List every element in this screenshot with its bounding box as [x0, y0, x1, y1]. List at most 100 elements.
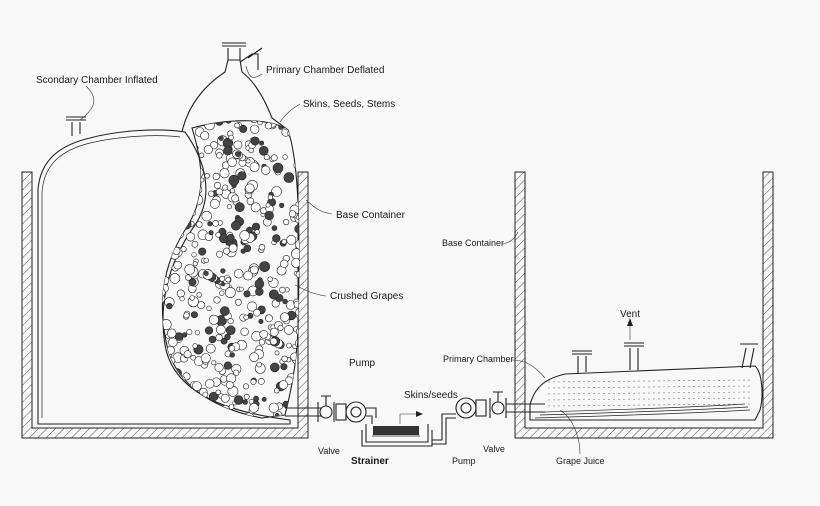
- grape-particle: [269, 337, 278, 346]
- grape-particle: [280, 259, 289, 268]
- label-primary-chamber-deflated: Primary Chamber Deflated: [266, 65, 384, 76]
- grape-particle: [223, 146, 233, 156]
- grape-particle: [234, 298, 242, 306]
- grape-particle: [214, 181, 222, 189]
- grape-particle: [249, 352, 259, 363]
- grape-particle: [191, 252, 197, 258]
- grape-particle: [178, 393, 184, 399]
- grape-particle: [193, 167, 204, 178]
- grape-particle: [194, 330, 200, 336]
- grape-particle: [206, 305, 212, 312]
- grape-particle: [208, 230, 214, 236]
- grape-particle: [239, 124, 248, 133]
- grape-particle: [293, 300, 299, 309]
- grape-particle: [215, 389, 221, 395]
- grape-particle: [250, 120, 259, 123]
- grape-particle: [162, 180, 170, 191]
- juice-line: [547, 379, 753, 383]
- grape-particle: [207, 221, 213, 227]
- grape-particle: [167, 328, 177, 338]
- grape-particle: [226, 233, 235, 242]
- grape-particle: [227, 318, 234, 325]
- grape-particle: [294, 224, 299, 234]
- grape-particle: [234, 151, 241, 157]
- grape-particle: [292, 145, 299, 154]
- grape-particle: [189, 295, 195, 301]
- grape-particle: [198, 247, 207, 256]
- grape-particle: [195, 404, 201, 410]
- grape-particle: [176, 177, 185, 186]
- grape-particle: [181, 164, 191, 175]
- grape-particle: [243, 290, 251, 298]
- grape-particle: [162, 208, 165, 218]
- grape-particle: [183, 312, 190, 319]
- grape-particle: [175, 191, 185, 201]
- grape-particle: [162, 160, 169, 170]
- grape-particle: [188, 399, 196, 407]
- grape-particle: [215, 188, 224, 196]
- label-base-container-left: Base Container: [336, 210, 406, 221]
- grape-particle: [181, 332, 188, 338]
- grape-particle: [191, 381, 202, 391]
- grape-particle: [208, 335, 217, 344]
- grape-particle: [192, 261, 198, 267]
- grape-particle: [243, 412, 254, 418]
- grape-particle: [225, 277, 231, 283]
- grape-particle: [173, 214, 179, 220]
- strainer-solids: [373, 426, 419, 435]
- grape-particle: [177, 392, 189, 403]
- grape-particle: [227, 157, 237, 167]
- grape-particle: [167, 148, 174, 154]
- grape-particle: [249, 162, 260, 172]
- grape-particle: [175, 203, 185, 213]
- grape-particle: [243, 314, 249, 321]
- grape-particle: [194, 404, 203, 412]
- grape-particle: [204, 173, 210, 179]
- grape-particle: [220, 393, 230, 403]
- grape-particle: [228, 404, 235, 410]
- grape-particle: [222, 408, 234, 418]
- juice-line: [547, 403, 753, 407]
- grape-particle: [181, 196, 193, 208]
- grape-particle: [293, 138, 299, 148]
- grape-particle: [282, 154, 288, 160]
- grape-particle: [264, 210, 274, 221]
- juice-line: [547, 391, 753, 395]
- grape-particle: [279, 312, 290, 323]
- grape-particle: [165, 175, 171, 182]
- grape-particle: [174, 120, 184, 127]
- grape-particle: [271, 225, 278, 231]
- grape-particle: [207, 403, 215, 411]
- grape-particle: [269, 362, 280, 373]
- grape-particle: [177, 164, 183, 171]
- grape-particle: [249, 265, 259, 275]
- grape-particle: [283, 172, 295, 183]
- grape-particle: [163, 220, 171, 228]
- grape-particle: [226, 204, 232, 210]
- grape-particle: [162, 319, 172, 331]
- left-pump: [335, 401, 377, 424]
- grape-particle: [228, 243, 238, 253]
- grape-particle: [228, 134, 234, 141]
- grape-particle: [261, 165, 271, 175]
- grape-particle: [218, 135, 224, 141]
- label-valve-left: Valve: [318, 446, 340, 456]
- grape-particle: [166, 222, 173, 229]
- grape-particle: [257, 120, 263, 126]
- grape-particle: [243, 270, 253, 281]
- grape-particle: [173, 392, 183, 402]
- grape-particle: [254, 279, 265, 289]
- grape-particle: [214, 362, 224, 372]
- grape-particle: [261, 396, 267, 402]
- grape-particle: [280, 363, 288, 371]
- grape-particle: [178, 165, 189, 177]
- grape-particle: [200, 353, 211, 363]
- grape-particle: [272, 234, 281, 243]
- left-valve: [317, 395, 335, 422]
- grape-particle: [186, 328, 193, 335]
- grape-particle: [215, 232, 221, 238]
- grape-particle: [173, 260, 182, 270]
- label-pump-left: Pump: [349, 358, 376, 369]
- grape-particle: [176, 289, 185, 298]
